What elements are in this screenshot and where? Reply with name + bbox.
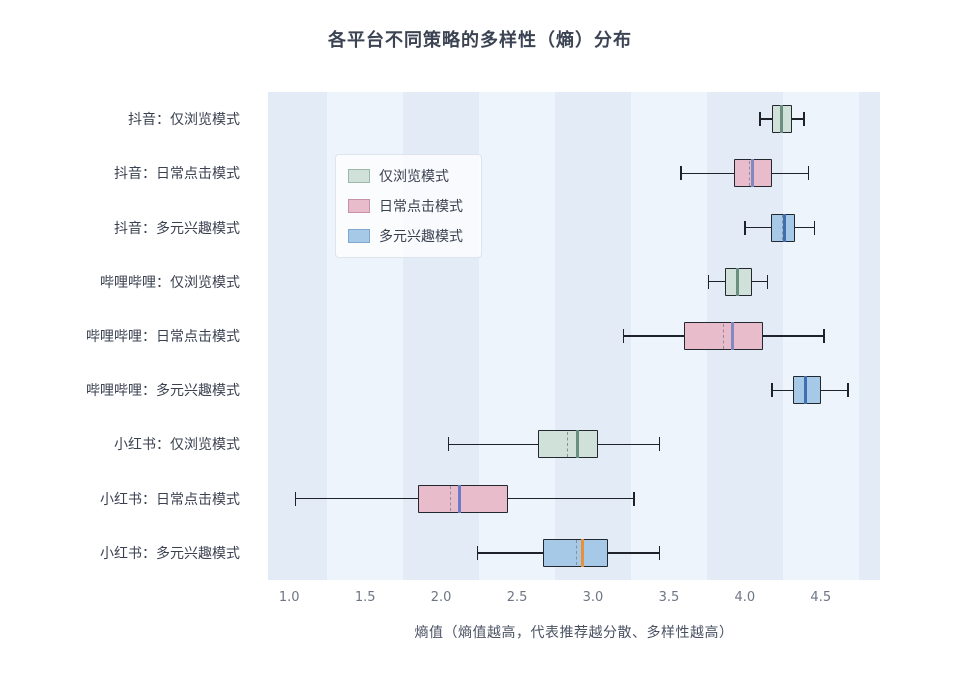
y-axis-label: 小红书：仅浏览模式 <box>114 437 240 454</box>
legend-item-1: 仅浏览模式 <box>348 166 463 186</box>
whisker-cap <box>659 545 661 560</box>
legend-item-label: 仅浏览模式 <box>379 169 449 185</box>
grid-stripe <box>858 92 880 580</box>
whisker-cap <box>294 491 297 506</box>
whisker-cap <box>813 220 816 235</box>
whisker-cap <box>771 383 773 398</box>
median-line <box>581 538 584 567</box>
mean-dashed-line <box>748 160 750 186</box>
whisker-cap <box>448 437 450 452</box>
whisker-cap <box>823 329 825 343</box>
legend-swatch-icon <box>348 229 370 243</box>
x-tick-label: 2.0 <box>430 590 452 605</box>
whisker-cap <box>766 274 769 289</box>
grid-stripe <box>555 92 631 580</box>
whisker-cap <box>680 166 682 181</box>
median-line <box>458 484 461 513</box>
mean-dashed-line <box>575 540 577 566</box>
median-line <box>783 213 786 242</box>
y-axis-label: 哔哩哔哩：日常点击模式 <box>86 329 240 345</box>
whisker-cap <box>659 437 661 452</box>
median-line <box>779 105 783 134</box>
whisker-cap <box>744 220 746 235</box>
whisker-cap <box>622 329 625 343</box>
whisker-cap <box>759 112 761 127</box>
grid-stripe <box>268 92 328 580</box>
boxplot-box-8 <box>418 484 508 513</box>
boxplot-box-7 <box>538 430 598 459</box>
median-line <box>804 376 807 405</box>
x-tick-label: 3.5 <box>658 590 680 605</box>
x-axis-title: 熵值（熵值越高，代表推荐越分散、多样性越高） <box>414 625 734 641</box>
whisker-cap <box>803 112 805 127</box>
y-axis-label: 抖音：多元兴趣模式 <box>114 220 240 237</box>
whisker-cap <box>707 274 710 289</box>
y-axis-label: 哔哩哔哩：仅浏览模式 <box>100 274 240 291</box>
y-axis-label: 小红书：多元兴趣模式 <box>100 545 240 562</box>
whisker-cap <box>633 491 635 506</box>
legend-item-label: 多元兴趣模式 <box>379 229 463 245</box>
legend-item-2: 日常点击模式 <box>348 196 463 216</box>
legend-swatch-icon <box>348 169 370 183</box>
mean-dashed-line <box>722 323 724 349</box>
y-axis-label: 哔哩哔哩：多元兴趣模式 <box>86 383 240 400</box>
x-tick-label: 4.0 <box>734 590 756 605</box>
y-axis-labels: 抖音：仅浏览模式抖音：日常点击模式抖音：多元兴趣模式哔哩哔哩：仅浏览模式哔哩哔哩… <box>0 92 254 580</box>
x-tick-label: 3.0 <box>582 590 604 605</box>
y-axis-label: 小红书：日常点击模式 <box>100 491 240 508</box>
y-axis-label: 抖音：日常点击模式 <box>114 166 240 183</box>
median-line <box>731 322 734 350</box>
mean-dashed-line <box>782 215 784 241</box>
mean-dashed-line <box>566 431 568 457</box>
median-line <box>735 267 739 296</box>
x-tick-label: 4.5 <box>810 590 832 605</box>
median-line <box>751 159 754 188</box>
legend: 仅浏览模式日常点击模式多元兴趣模式 <box>335 154 482 258</box>
mean-dashed-line <box>449 486 451 512</box>
whisker-cap <box>847 383 849 398</box>
whisker-cap <box>476 545 479 560</box>
boxplot-box-4 <box>725 267 753 296</box>
x-tick-label: 2.5 <box>506 590 528 605</box>
legend-swatch-icon <box>348 199 370 213</box>
median-line <box>576 430 580 459</box>
legend-item-3: 多元兴趣模式 <box>348 226 463 246</box>
boxplot-box-9 <box>542 538 609 567</box>
boxplot-box-6 <box>793 376 821 405</box>
plot-area: 仅浏览模式日常点击模式多元兴趣模式 <box>268 92 880 580</box>
chart-title: 各平台不同策略的多样性（熵）分布 <box>328 30 632 51</box>
legend-item-label: 日常点击模式 <box>379 199 463 215</box>
x-tick-label: 1.5 <box>354 590 376 605</box>
y-axis-label: 抖音：仅浏览模式 <box>128 112 240 129</box>
whisker-cap <box>807 166 810 181</box>
x-tick-label: 1.0 <box>278 590 300 605</box>
